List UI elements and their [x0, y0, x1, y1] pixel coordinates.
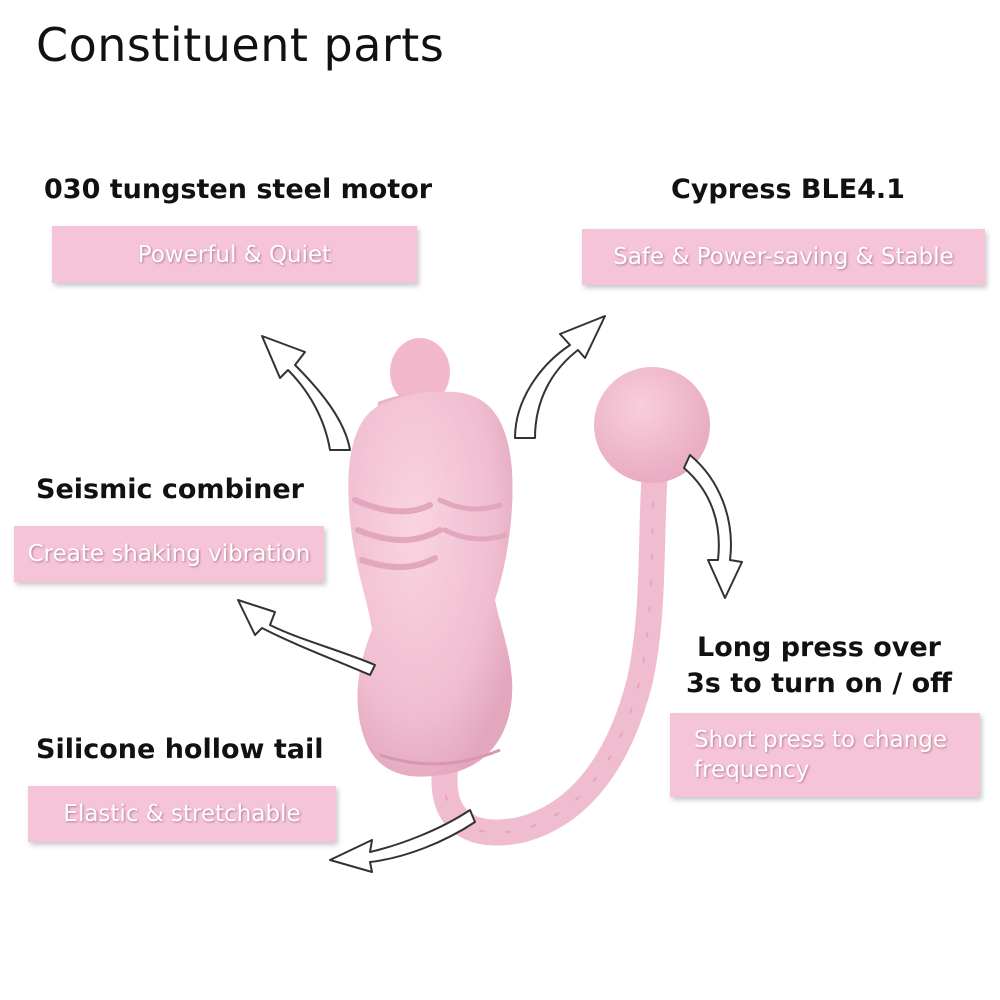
arrow-top-left-icon: [261, 335, 351, 451]
motor-label: Powerful & Quiet: [52, 226, 417, 283]
product-body: [348, 391, 513, 777]
bluetooth-heading: Cypress BLE4.1: [671, 174, 905, 205]
tail-label: Elastic & stretchable: [28, 786, 336, 842]
arrow-bottom-left-icon: [329, 809, 476, 873]
motor-heading: 030 tungsten steel motor: [44, 174, 433, 205]
tip-nub: [390, 338, 450, 406]
bluetooth-label: Safe & Power-saving & Stable: [582, 229, 985, 285]
arrow-right-icon: [683, 454, 743, 599]
button-label: Short press to change frequency: [670, 713, 980, 797]
arrow-top-right-icon: [514, 315, 606, 439]
tail-heading: Silicone hollow tail: [36, 734, 324, 765]
remote-ball: [594, 367, 710, 483]
page-title: Constituent parts: [36, 18, 445, 72]
arrow-mid-left-icon: [237, 599, 376, 676]
button-heading: Long press over 3s to turn on / off: [685, 632, 953, 699]
combiner-heading: Seismic combiner: [36, 474, 304, 505]
arrow-icons: [237, 315, 743, 873]
combiner-label: Create shaking vibration: [14, 526, 324, 582]
